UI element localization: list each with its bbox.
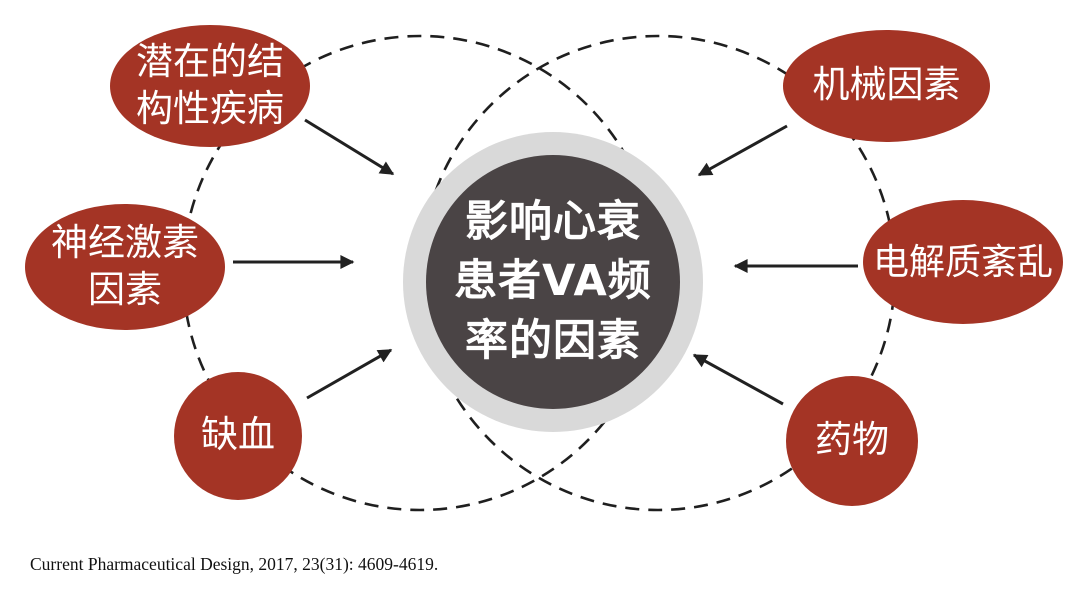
node-electrolyte-disturbance: 电解质紊乱 (863, 200, 1063, 324)
node-neurohormonal-factors: 神经激素 因素 (25, 204, 225, 330)
node-ischemia: 缺血 (174, 372, 302, 500)
center-node: 影响心衰 患者VA频 率的因素 (426, 155, 680, 409)
citation: Current Pharmaceutical Design, 2017, 23(… (30, 554, 439, 574)
node-ischemia-label: 缺血 (201, 415, 275, 457)
node-structural-disease-label: 潜在的结 构性疾病 (136, 41, 284, 130)
arrow-drugs-to-center (692, 353, 784, 406)
center-node-label: 影响心衰 患者VA频 率的因素 (454, 197, 652, 366)
node-drugs-label: 药物 (815, 420, 889, 462)
node-drugs: 药物 (786, 376, 918, 506)
arrow-mechanical-to-center (697, 124, 788, 177)
node-structural-disease: 潜在的结 构性疾病 (110, 25, 310, 147)
center-node-ring: 影响心衰 患者VA频 率的因素 (403, 132, 703, 432)
node-electrolyte-disturbance-label: 电解质紊乱 (872, 241, 1053, 282)
arrow-ischemia-to-center (306, 348, 393, 400)
node-mechanical-factors-label: 机械因素 (812, 65, 961, 107)
node-neurohormonal-factors-label: 神经激素 因素 (51, 222, 199, 311)
node-mechanical-factors: 机械因素 (783, 30, 990, 142)
arrow-structural-to-center (304, 118, 395, 176)
